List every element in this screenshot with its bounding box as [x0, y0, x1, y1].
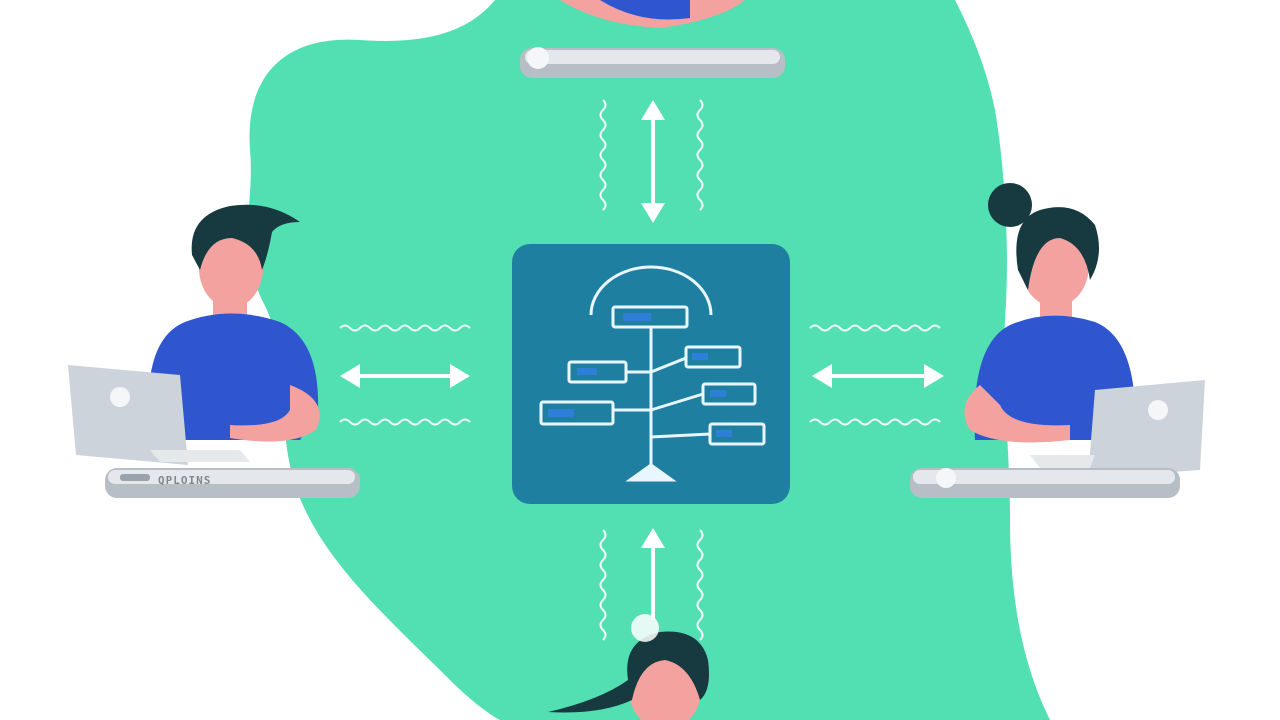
left-desk: QPLOINS [105, 468, 360, 498]
bottom-person [548, 614, 709, 720]
hierarchy-tree-icon [539, 265, 766, 482]
hair [548, 631, 709, 713]
left-laptop [68, 365, 250, 465]
right-desk [910, 468, 1180, 498]
top-desk [520, 47, 785, 78]
signal-waves-top [599, 99, 704, 211]
desk-label: QPLOINS [158, 474, 211, 487]
hair [191, 204, 300, 270]
top-person [560, 0, 745, 28]
signal-waves-bottom [599, 529, 704, 641]
signal-waves-left [339, 324, 471, 426]
right-laptop [1030, 380, 1205, 478]
left-person [148, 204, 320, 442]
central-hub [512, 244, 790, 504]
double-arrow-top-icon [641, 100, 665, 223]
signal-waves-right [809, 324, 941, 426]
double-arrow-bottom-icon [641, 528, 665, 620]
double-arrow-left-icon [340, 364, 470, 388]
hair [1016, 207, 1099, 290]
double-arrow-right-icon [812, 364, 944, 388]
